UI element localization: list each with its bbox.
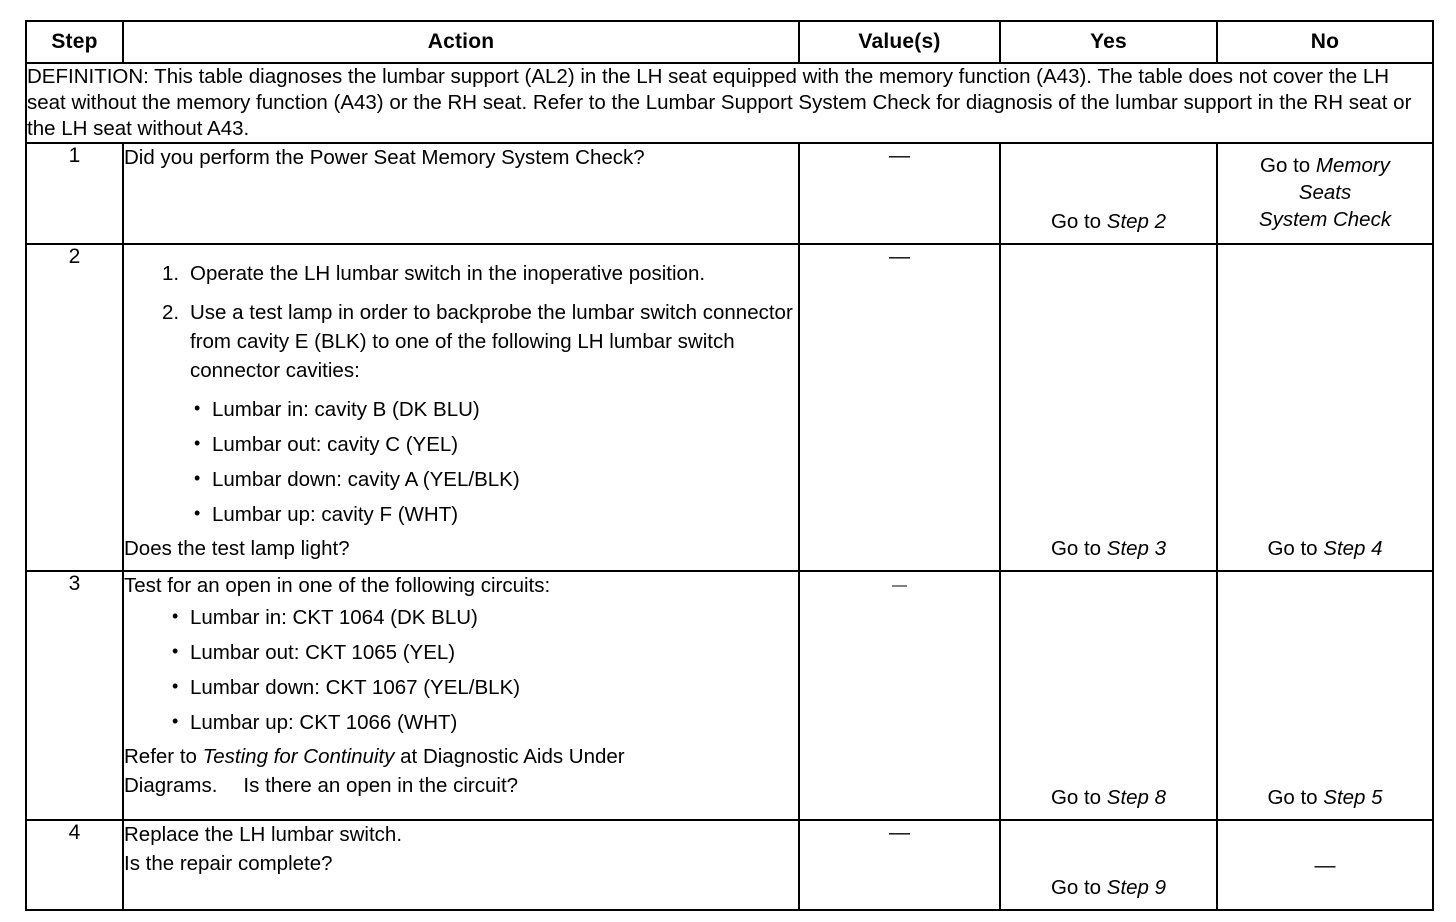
action-numbered-list: Operate the LH lumbar switch in the inop… (124, 259, 798, 385)
table-row: 3 Test for an open in one of the followi… (25, 570, 1434, 821)
no-italic-1: Memory (1315, 154, 1390, 177)
numbered-item: Operate the LH lumbar switch in the inop… (162, 259, 706, 288)
no-line-2: Seats (1298, 181, 1352, 204)
value-dash: — (889, 144, 910, 167)
yes-italic: Step 3 (1106, 537, 1167, 560)
yes-content: Go to Step 3 (999, 243, 1218, 572)
table-header-row: Step Action Value(s) Yes No (25, 20, 1434, 64)
yes-line: Go to Step 3 (1051, 537, 1166, 560)
bullet-item: Lumbar out: CKT 1065 (YEL) (168, 637, 798, 667)
action-reference: Refer to Testing for Continuity at Diagn… (124, 743, 798, 770)
action-question: Is there an open in the circuit? (243, 774, 519, 797)
reference-suffix: at Diagnostic Aids Under (394, 745, 625, 768)
no-content: — (1216, 819, 1434, 911)
action-question: Does the test lamp light? (124, 537, 350, 560)
action-intro: Did you perform the Power Seat Memory Sy… (124, 146, 645, 169)
bullet-item: Lumbar down: cavity A (YEL/BLK) (190, 464, 798, 494)
no-italic: Step 5 (1323, 786, 1383, 809)
yes-line: Go to Step 8 (1051, 786, 1166, 809)
definition-text: DEFINITION: This table diagnoses the lum… (25, 62, 1434, 144)
action-content: Did you perform the Power Seat Memory Sy… (122, 142, 800, 245)
action-content: Replace the LH lumbar switch. Is the rep… (122, 819, 800, 911)
bullet-item: Lumbar in: CKT 1064 (DK BLU) (168, 602, 798, 632)
column-header-action: Action (122, 20, 800, 64)
action-bullet-list: Lumbar in: CKT 1064 (DK BLU) Lumbar out:… (168, 602, 798, 737)
no-dash: — (1314, 853, 1336, 877)
step-number: 4 (25, 819, 124, 911)
reference-line2: Diagrams. (124, 774, 218, 797)
action-bullet-list: Lumbar in: cavity B (DK BLU) Lumbar out:… (190, 394, 798, 529)
value-dash: — (889, 821, 910, 844)
yes-plain: Go to (1050, 876, 1107, 899)
table-row: 4 Replace the LH lumbar switch. Is the r… (25, 819, 1434, 911)
value-content: — (798, 243, 1001, 572)
value-dash: — (889, 245, 910, 268)
yes-content: Go to Step 2 (999, 142, 1218, 245)
value-content: — (798, 142, 1001, 245)
no-line: Go to Step 4 (1267, 537, 1382, 560)
definition-row: DEFINITION: This table diagnoses the lum… (25, 62, 1434, 144)
numbered-item: Use a test lamp in order to backprobe th… (162, 298, 793, 382)
action-content: Operate the LH lumbar switch in the inop… (122, 243, 800, 572)
column-header-value: Value(s) (798, 20, 1001, 64)
step-number: 1 (25, 142, 124, 245)
column-header-yes: Yes (999, 20, 1218, 64)
action-question: Is the repair complete? (124, 852, 333, 875)
action-content: Test for an open in one of the following… (122, 570, 800, 821)
bullet-item: Lumbar up: cavity F (WHT) (190, 499, 798, 529)
yes-content: Go to Step 8 (999, 570, 1218, 821)
reference-prefix: Refer to (124, 745, 203, 768)
no-plain-1: Go to (1260, 154, 1316, 177)
yes-italic: Step 9 (1106, 876, 1167, 899)
step-number: 2 (25, 243, 124, 572)
yes-content: Go to Step 9 (999, 819, 1218, 911)
yes-italic: Step 2 (1106, 210, 1167, 233)
yes-italic: Step 8 (1106, 786, 1167, 809)
diagnostic-table: Step Action Value(s) Yes No DEFINITION: … (25, 20, 1434, 911)
value-content: — (798, 819, 1001, 911)
no-line: Go to Step 5 (1267, 786, 1382, 809)
action-intro: Replace the LH lumbar switch. (124, 823, 403, 846)
bullet-item: Lumbar in: cavity B (DK BLU) (190, 394, 798, 424)
bullet-item: Lumbar down: CKT 1067 (YEL/BLK) (168, 672, 798, 702)
reference-italic: Testing for Continuity (202, 745, 395, 768)
no-content: Go to Memory Seats System Check (1216, 142, 1434, 245)
no-italic: Step 4 (1323, 537, 1383, 560)
action-intro: Test for an open in one of the following… (124, 574, 551, 597)
value-dash: — (892, 577, 907, 594)
table-row: 2 Operate the LH lumbar switch in the in… (25, 243, 1434, 572)
yes-line: Go to Step 9 (1051, 876, 1166, 899)
no-content: Go to Step 5 (1216, 570, 1434, 821)
yes-line: Go to Step 2 (1001, 208, 1216, 235)
bullet-item: Lumbar up: CKT 1066 (WHT) (168, 707, 798, 737)
no-plain: Go to (1267, 537, 1324, 560)
no-content: Go to Step 4 (1216, 243, 1434, 572)
no-line-3: System Check (1258, 208, 1392, 231)
no-line-1: Go to Memory (1218, 152, 1432, 179)
yes-plain: Go to (1050, 210, 1107, 233)
yes-plain: Go to (1050, 537, 1107, 560)
column-header-no: No (1216, 20, 1434, 64)
bullet-item: Lumbar out: cavity C (YEL) (190, 429, 798, 459)
yes-plain: Go to (1050, 786, 1107, 809)
action-question-line: Diagrams. Is there an open in the circuit… (124, 772, 798, 799)
value-content: — (798, 570, 1001, 821)
step-number: 3 (25, 570, 124, 821)
table-row: 1 Did you perform the Power Seat Memory … (25, 142, 1434, 245)
column-header-step: Step (25, 20, 124, 64)
no-plain: Go to (1267, 786, 1324, 809)
